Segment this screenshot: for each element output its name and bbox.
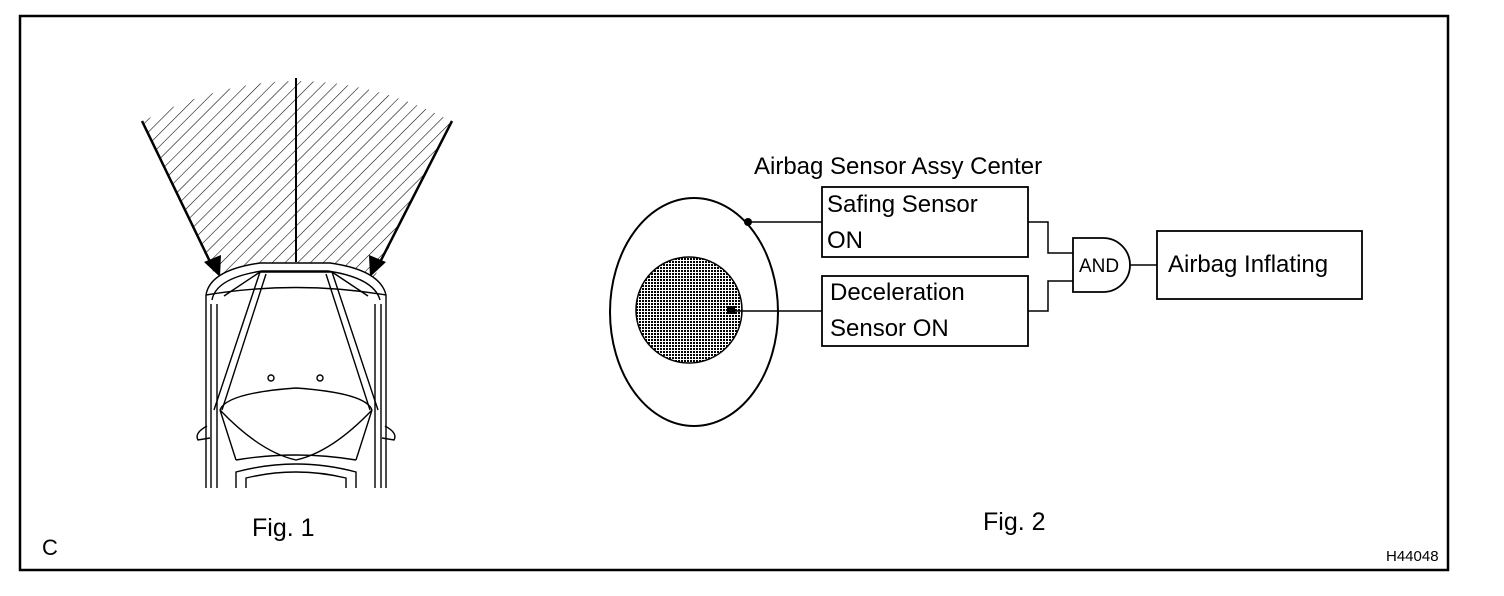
deceleration-sensor-label-line1: Deceleration — [830, 279, 965, 306]
left-arrowhead — [204, 255, 221, 277]
sensor-assy-title: Airbag Sensor Assy Center — [754, 153, 1042, 180]
fig1-caption: Fig. 1 — [252, 514, 315, 542]
corner-letter: C — [42, 535, 58, 560]
safing-to-gate-wire — [1028, 221, 1073, 254]
zone-right-boundary-arrow — [374, 120, 454, 271]
deceleration-sensor-label-line2: Sensor ON — [830, 315, 949, 342]
and-gate — [1072, 237, 1131, 293]
safing-sensor-label-line1: Safing Sensor — [827, 191, 978, 218]
and-gate-label: AND — [1079, 256, 1119, 277]
safing-sensor-label-line2: ON — [827, 227, 863, 254]
right-arrowhead — [369, 255, 386, 277]
safing-sensor-box — [821, 186, 1029, 258]
airbag-inflating-label: Airbag Inflating — [1168, 251, 1328, 278]
decel-sensor-contact — [727, 306, 735, 314]
deceleration-sensor-box — [821, 275, 1029, 347]
zone-left-boundary-arrow — [140, 120, 216, 271]
figure-frame — [18, 14, 1450, 572]
figure-code: H44048 — [1386, 548, 1439, 565]
fig1-sensing-zone — [140, 78, 454, 278]
car-top-view — [196, 262, 396, 488]
deceleration-sensor-mass — [635, 256, 743, 364]
airbag-inflating-box — [1156, 230, 1363, 300]
decel-to-gate-wire — [1028, 280, 1073, 312]
fig2-caption: Fig. 2 — [983, 508, 1046, 536]
